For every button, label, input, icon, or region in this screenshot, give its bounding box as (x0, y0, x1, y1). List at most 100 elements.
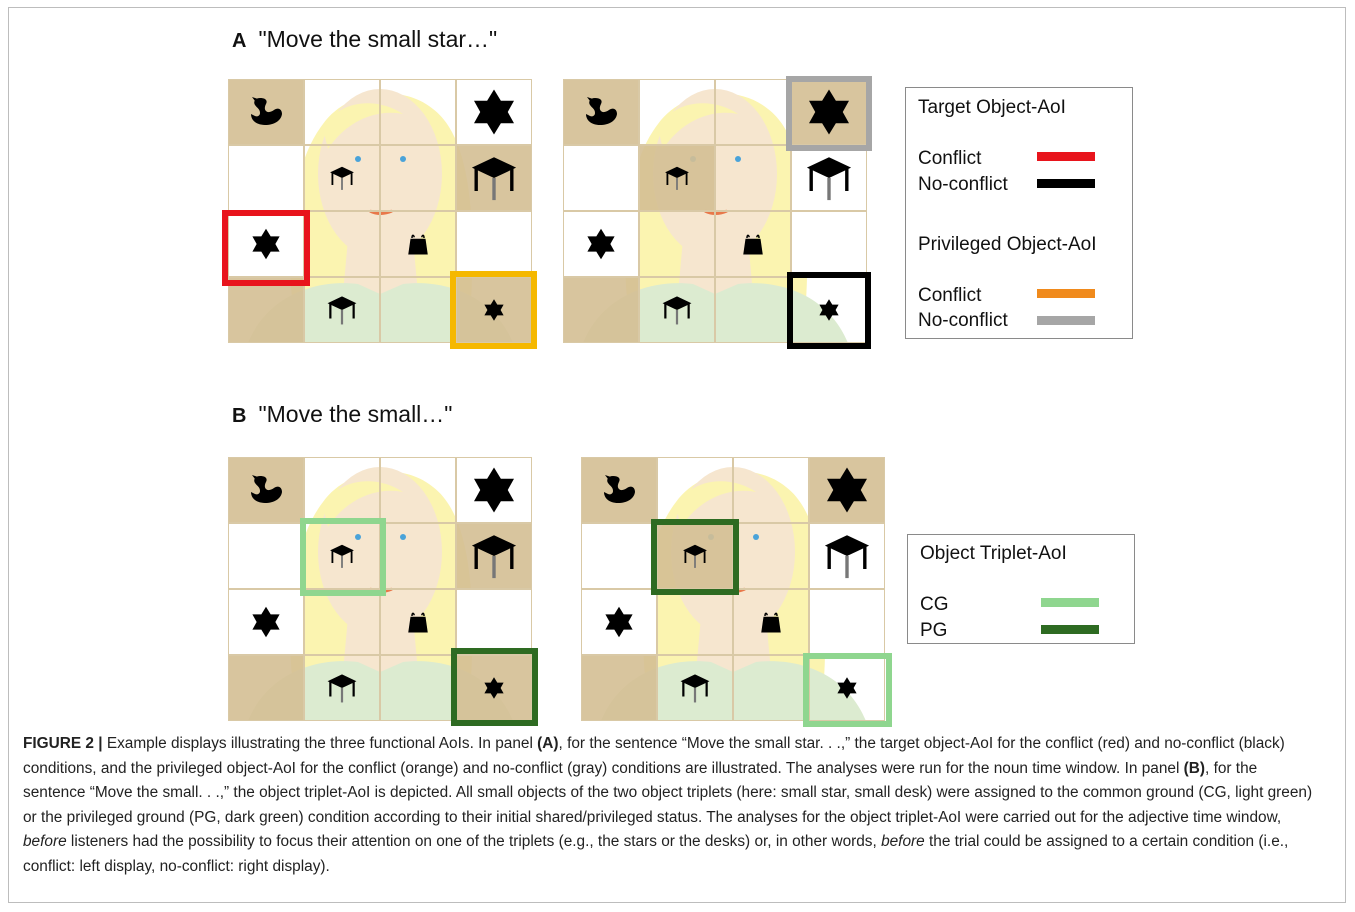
cell (791, 145, 867, 211)
cell (581, 457, 657, 523)
cell (228, 457, 304, 523)
panel-b-title: B "Move the small…" (232, 401, 452, 428)
cell (304, 277, 380, 343)
display-a-left (222, 79, 537, 349)
cell (657, 655, 733, 721)
cell (456, 145, 532, 211)
cell (715, 277, 791, 343)
legend-pg-label: PG (920, 620, 948, 641)
legend-privileged-conflict-label: Conflict (918, 285, 982, 306)
panel-a-title: A "Move the small star…" (232, 26, 497, 53)
figure-label: FIGURE 2 | (23, 735, 103, 752)
cell (304, 457, 380, 523)
cell (563, 145, 639, 211)
cell (456, 589, 532, 655)
large-desk-icon (468, 530, 520, 582)
legend-dark-green-swatch (1041, 625, 1099, 634)
cell (733, 457, 809, 523)
cell (639, 145, 715, 211)
cell (563, 277, 639, 343)
panel-b-letter: B (232, 405, 247, 427)
privileged-noconflict-highlight (786, 76, 872, 151)
common-ground-highlight (803, 653, 892, 727)
medium-desk-icon (660, 293, 694, 327)
medium-desk-icon (325, 293, 359, 327)
legend-privileged-title: Privileged Object-AoI (918, 234, 1097, 255)
panel-b-sentence: "Move the small…" (258, 401, 453, 427)
bag-icon (756, 607, 786, 637)
large-desk-icon (803, 152, 855, 204)
caption-text-3: , for the sentence “Move the small. . .,… (23, 759, 1313, 826)
cell (733, 523, 809, 589)
legend-gray-swatch (1037, 316, 1095, 325)
cell (304, 589, 380, 655)
cell (380, 145, 456, 211)
legend-cg-label: CG (920, 594, 949, 615)
cell (809, 589, 885, 655)
cell (639, 211, 715, 277)
medium-star-icon (249, 605, 283, 639)
display-b-right (581, 457, 892, 727)
legend-target-conflict-label: Conflict (918, 148, 982, 169)
legend-orange-swatch (1037, 289, 1095, 298)
cell (380, 589, 456, 655)
caption-panel-b-ref: (B) (1183, 759, 1206, 777)
cell (456, 655, 532, 721)
panel-a-sentence: "Move the small star…" (258, 26, 498, 52)
legend-panel-a: Target Object-AoI Conflict No-conflict P… (905, 87, 1133, 339)
cell (228, 655, 304, 721)
medium-star-icon (584, 227, 618, 261)
cell (456, 79, 532, 145)
large-desk-icon (821, 530, 873, 582)
caption-emphasis-before: before (881, 833, 925, 850)
cell (304, 211, 380, 277)
cell (380, 457, 456, 523)
bag-icon (403, 229, 433, 259)
cell (715, 79, 791, 145)
cell (639, 79, 715, 145)
panel-a-letter: A (232, 30, 247, 52)
cell (715, 145, 791, 211)
display-b-left (228, 457, 538, 726)
swan-icon (599, 470, 639, 510)
cell (456, 523, 532, 589)
large-star-icon (822, 465, 872, 515)
cell (228, 145, 304, 211)
legend-target-title: Target Object-AoI (918, 97, 1066, 118)
cell (228, 79, 304, 145)
cell (380, 211, 456, 277)
cell (380, 523, 456, 589)
cell (639, 277, 715, 343)
medium-desk-icon (325, 671, 359, 705)
caption-text-5: the trial could be assigned to a certain… (23, 833, 1289, 875)
legend-light-green-swatch (1041, 598, 1099, 607)
privileged-conflict-highlight (450, 271, 537, 349)
cell (228, 277, 304, 343)
small-desk-icon (328, 164, 356, 192)
cell (304, 655, 380, 721)
legend-panel-b: Object Triplet-AoI CG PG (907, 534, 1135, 644)
cell (809, 523, 885, 589)
bag-icon (738, 229, 768, 259)
large-desk-icon (468, 152, 520, 204)
cell (657, 589, 733, 655)
caption-emphasis-before: before (23, 833, 67, 850)
legend-triplet-title: Object Triplet-AoI (920, 543, 1067, 564)
swan-icon (246, 92, 286, 132)
cell (228, 523, 304, 589)
cell (380, 655, 456, 721)
small-desk-icon (663, 164, 691, 192)
legend-red-swatch (1037, 152, 1095, 161)
caption-panel-a-ref: (A) (537, 735, 559, 752)
cell (791, 211, 867, 277)
swan-icon (581, 92, 621, 132)
cell (581, 589, 657, 655)
cell (304, 145, 380, 211)
caption-text-4: listeners had the possibility to focus t… (66, 833, 882, 850)
large-star-icon (469, 465, 519, 515)
cell (657, 457, 733, 523)
privileged-ground-highlight (651, 519, 739, 595)
cell (733, 589, 809, 655)
cell (456, 277, 532, 343)
cell (733, 655, 809, 721)
